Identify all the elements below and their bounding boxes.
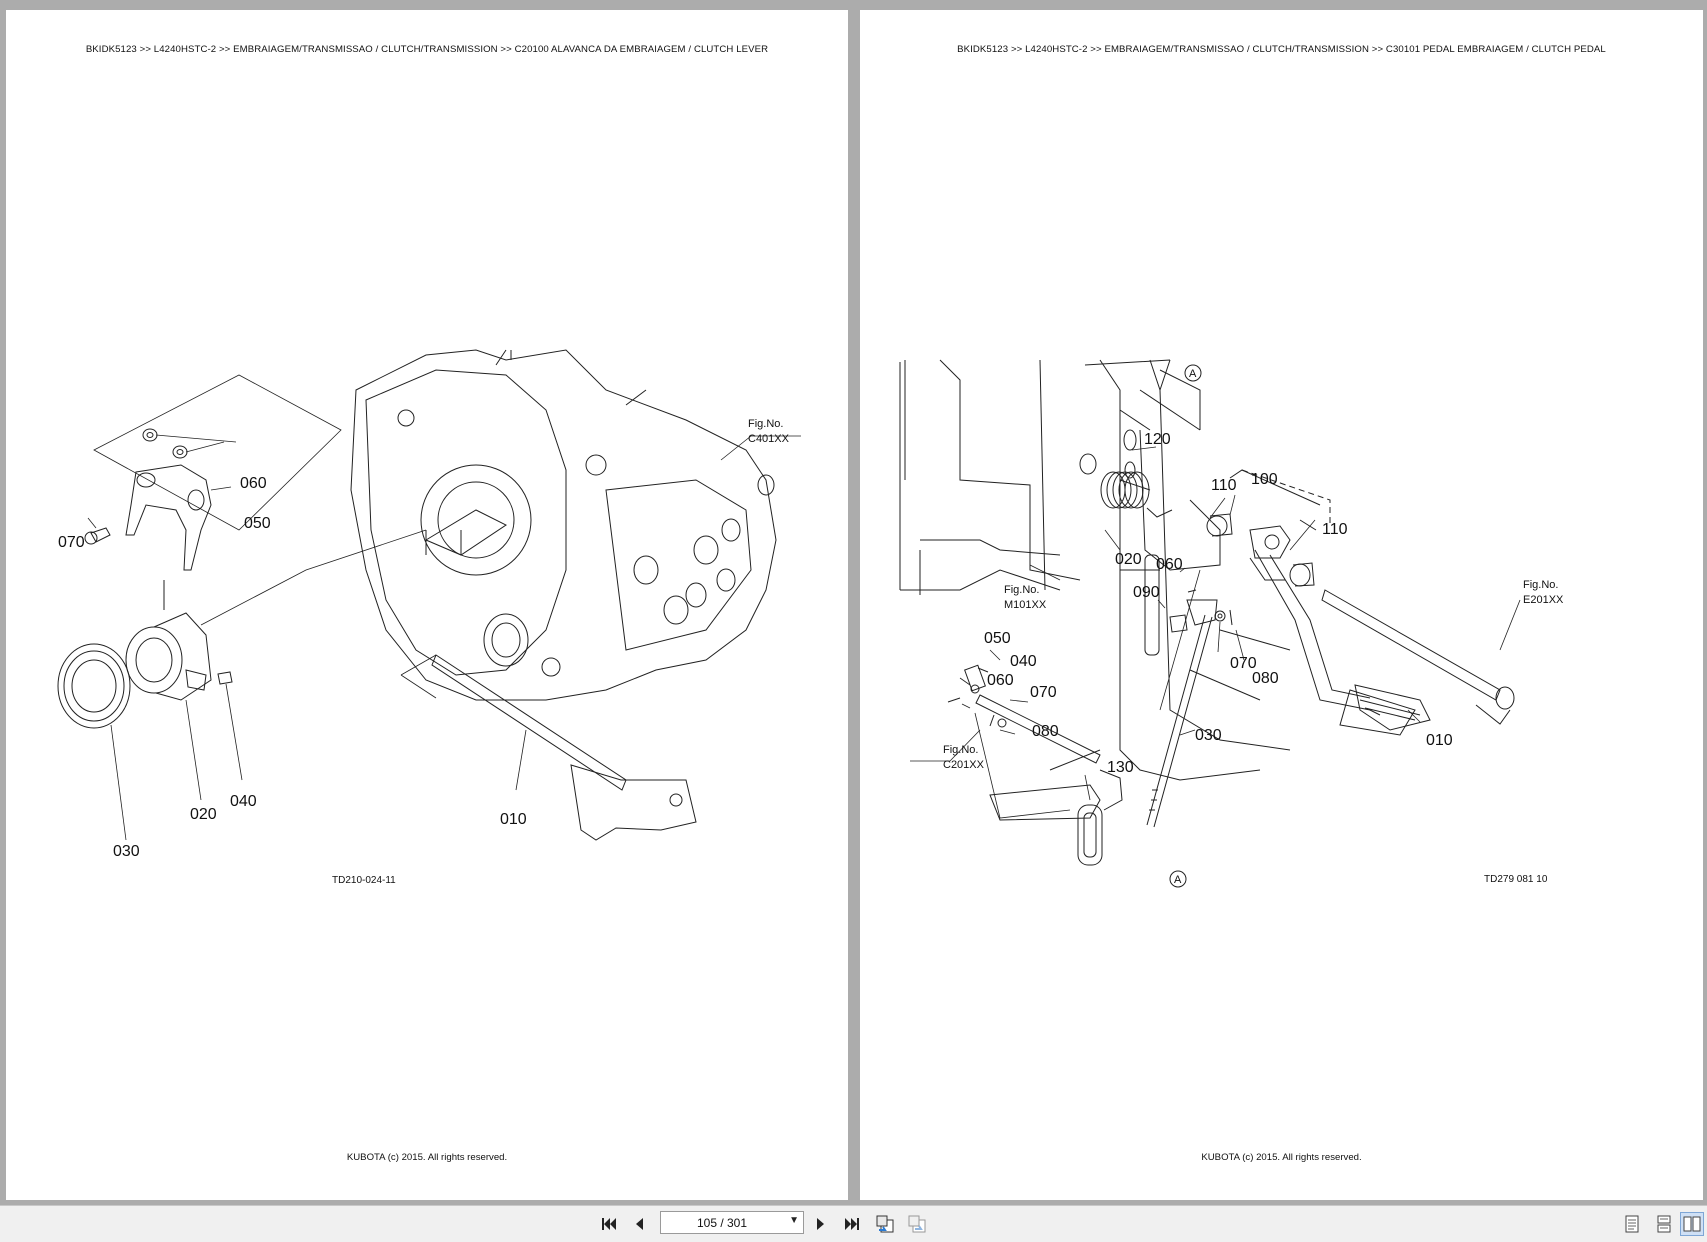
reference-mark-a-bottom: A [1174, 874, 1182, 886]
fig-ref-e201-code: E201XX [1523, 594, 1564, 606]
callout-050: 050 [244, 515, 271, 532]
callout-070-left: 070 [1030, 684, 1057, 701]
callout-010: 010 [1426, 732, 1453, 749]
callout-030: 030 [113, 843, 140, 860]
facing-view-icon[interactable] [1680, 1212, 1704, 1236]
callout-070: 070 [58, 534, 85, 551]
callout-040: 040 [1010, 653, 1037, 670]
callout-070-right: 070 [1230, 655, 1257, 672]
drawing-code: TD210-024-11 [332, 875, 396, 886]
callout-120: 120 [1144, 431, 1171, 448]
fig-ref-c201-code: C201XX [943, 759, 985, 771]
page-indicator: 105 / 301 [696, 1216, 748, 1230]
fig-ref-e201-title: Fig.No. [1523, 579, 1558, 591]
fig-ref-title: Fig.No. [748, 418, 783, 430]
copyright-notice: KUBOTA (c) 2015. All rights reserved. [346, 1152, 508, 1163]
page-number-field[interactable]: 105 / 301 ▼ [660, 1211, 804, 1234]
fig-ref-m101-code: M101XX [1004, 599, 1047, 611]
callout-090: 090 [1133, 584, 1160, 601]
navigation-toolbar: 105 / 301 ▼ [0, 1205, 1707, 1242]
drawing-code: TD279 081 10 [1484, 874, 1548, 885]
callout-100: 100 [1251, 471, 1278, 488]
callout-030: 030 [1195, 727, 1222, 744]
clutch-lever-diagram: 060 050 070 020 030 040 010 Fig.No. C401… [57, 349, 801, 886]
previous-page-icon[interactable] [627, 1212, 651, 1236]
page-breadcrumb: BKIDK5123 >> L4240HSTC-2 >> EMBRAIAGEM/T… [957, 44, 1606, 55]
document-page-right: BKIDK5123 >> L4240HSTC-2 >> EMBRAIAGEM/T… [860, 10, 1703, 1200]
reference-mark-a-top: A [1189, 368, 1197, 380]
single-page-view-icon[interactable] [1620, 1212, 1644, 1236]
document-page-left: BKIDK5123 >> L4240HSTC-2 >> EMBRAIAGEM/T… [6, 10, 848, 1200]
callout-110-right: 110 [1322, 521, 1348, 538]
clutch-pedal-diagram: 120 110 100 110 020 060 090 070 080 050 … [899, 359, 1564, 888]
copyright-notice: KUBOTA (c) 2015. All rights reserved. [1201, 1152, 1362, 1163]
callout-060-lower: 060 [987, 672, 1014, 689]
next-view-icon[interactable] [906, 1212, 930, 1236]
first-page-icon[interactable] [597, 1212, 621, 1236]
previous-view-icon[interactable] [874, 1212, 898, 1236]
next-page-icon[interactable] [809, 1212, 833, 1236]
last-page-icon[interactable] [840, 1212, 864, 1236]
callout-020: 020 [190, 806, 217, 823]
fig-ref-m101-title: Fig.No. [1004, 584, 1039, 596]
callout-060-upper: 060 [1156, 556, 1183, 573]
callout-130: 130 [1107, 759, 1134, 776]
callout-040: 040 [230, 793, 257, 810]
chevron-down-icon[interactable]: ▼ [789, 1215, 799, 1226]
fig-ref-code: C401XX [748, 433, 790, 445]
callout-080-left: 080 [1032, 723, 1059, 740]
callout-050: 050 [984, 630, 1011, 647]
continuous-view-icon[interactable] [1652, 1212, 1676, 1236]
fig-ref-c201-title: Fig.No. [943, 744, 978, 756]
page-breadcrumb: BKIDK5123 >> L4240HSTC-2 >> EMBRAIAGEM/T… [85, 44, 769, 55]
callout-060: 060 [240, 475, 267, 492]
callout-080-right: 080 [1252, 670, 1279, 687]
callout-010: 010 [500, 811, 527, 828]
callout-110-left: 110 [1211, 477, 1237, 494]
callout-020: 020 [1115, 551, 1142, 568]
